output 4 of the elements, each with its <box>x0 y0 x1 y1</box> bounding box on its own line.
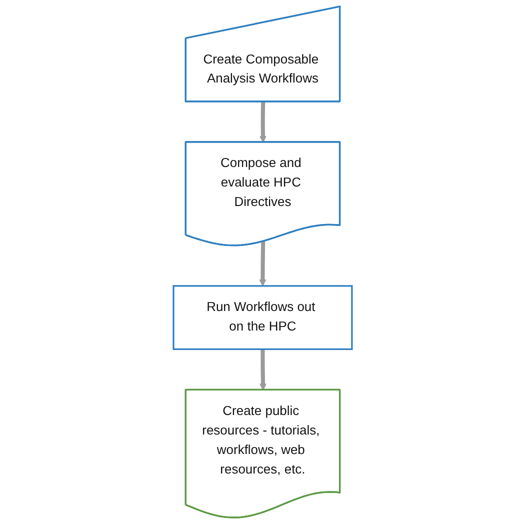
arrow <box>259 349 266 390</box>
arrow <box>259 102 266 143</box>
arrow <box>258 241 266 286</box>
node-box: Run Workflows out on the HPC <box>172 285 353 350</box>
